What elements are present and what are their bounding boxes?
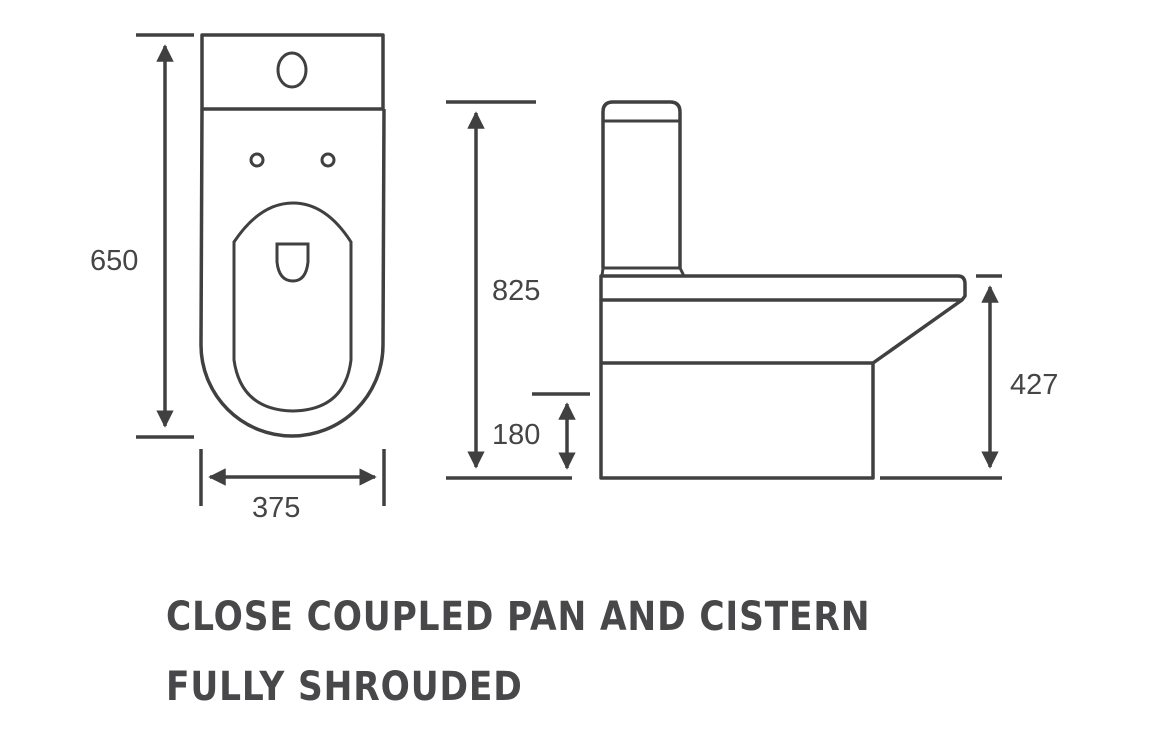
side-cistern-base <box>600 266 686 277</box>
dim-650-label: 650 <box>90 245 138 277</box>
side-pan-body <box>599 298 964 480</box>
plan-pan-outline <box>199 108 386 438</box>
flush-button-icon <box>276 51 308 89</box>
caption-title: CLOSE COUPLED PAN AND CISTERN <box>166 594 871 640</box>
dim-375-label: 375 <box>252 492 300 524</box>
side-cistern <box>601 100 682 268</box>
fixing-hole-right <box>320 152 336 168</box>
side-view: 825 180 427 <box>446 100 1058 480</box>
dim-180-label: 180 <box>492 419 540 451</box>
dim-825-label: 825 <box>492 275 540 307</box>
dim-427-label: 427 <box>1010 369 1058 401</box>
plan-hinge-cutout <box>275 242 310 283</box>
plan-seat-outline <box>232 201 353 413</box>
caption-subtitle: FULLY SHROUDED <box>166 664 523 710</box>
fixing-hole-left <box>249 152 265 168</box>
plan-cistern <box>200 33 385 111</box>
plan-view: 650 375 <box>90 33 386 524</box>
side-seat <box>599 274 967 302</box>
